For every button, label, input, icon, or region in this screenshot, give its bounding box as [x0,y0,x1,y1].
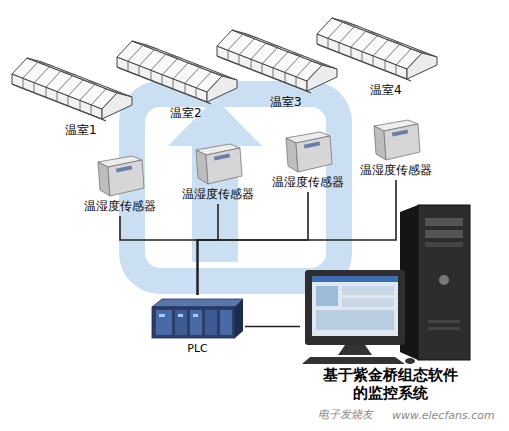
node-label: 温室4 [370,83,402,98]
node-label: PLC [187,341,207,356]
greenhouse: 温室1 [10,42,135,140]
node-label: 温湿度传感器 [84,199,156,214]
greenhouse-icon [215,14,340,94]
node-label: 温湿度传感器 [360,163,432,178]
plc-device-icon [150,295,245,340]
node-label: 温室2 [170,106,202,121]
wire-connector [198,192,309,295]
wire-connector [245,326,300,328]
greenhouse-icon [10,42,135,122]
watermark-text: 电子发烧友 [318,408,373,422]
node-label: 温室3 [270,95,302,110]
wire-connector [198,204,219,295]
wire-connector [120,216,198,295]
node-label: 温室1 [65,123,97,138]
sensor-device: 温湿度传感器 [358,116,434,180]
sensor-device-icon [92,152,148,198]
greenhouse: 温室2 [115,25,240,123]
greenhouse-icon [115,25,240,105]
greenhouse-icon [315,2,440,82]
node-label: 温湿度传感器 [182,187,254,202]
node-label: 基于紫金桥组态软件的监控系统 [318,366,463,402]
sensor-device: 温湿度传感器 [82,152,158,216]
watermark-text: www.elecfans.com [392,409,495,423]
sensor-device-icon [280,128,336,174]
sensor-device: 温湿度传感器 [180,140,256,204]
plc-device: PLC [150,295,245,358]
monitor-computer: 基于紫金桥组态软件的监控系统 [300,200,480,404]
node-label: 温湿度传感器 [272,175,344,190]
monitor-computer-icon [300,200,480,365]
greenhouse: 温室4 [315,2,440,100]
sensor-device: 温湿度传感器 [270,128,346,192]
greenhouse: 温室3 [215,14,340,112]
sensor-device-icon [190,140,246,186]
sensor-device-icon [368,116,424,162]
